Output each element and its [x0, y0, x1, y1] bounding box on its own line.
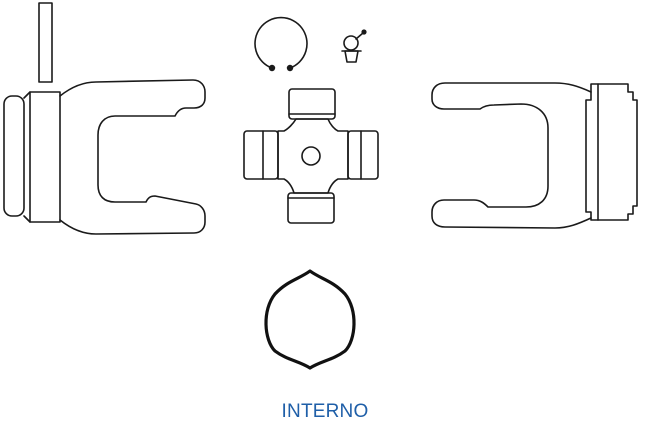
- snap-ring: [254, 16, 308, 72]
- right-yoke: [431, 82, 638, 229]
- left-yoke: [3, 79, 206, 235]
- key-bar: [38, 2, 53, 83]
- bore-type-label: INTERNO: [281, 401, 369, 422]
- grease-nipple: [341, 29, 367, 63]
- internal-bore-profile: [264, 269, 356, 370]
- cross-spider: [243, 88, 379, 224]
